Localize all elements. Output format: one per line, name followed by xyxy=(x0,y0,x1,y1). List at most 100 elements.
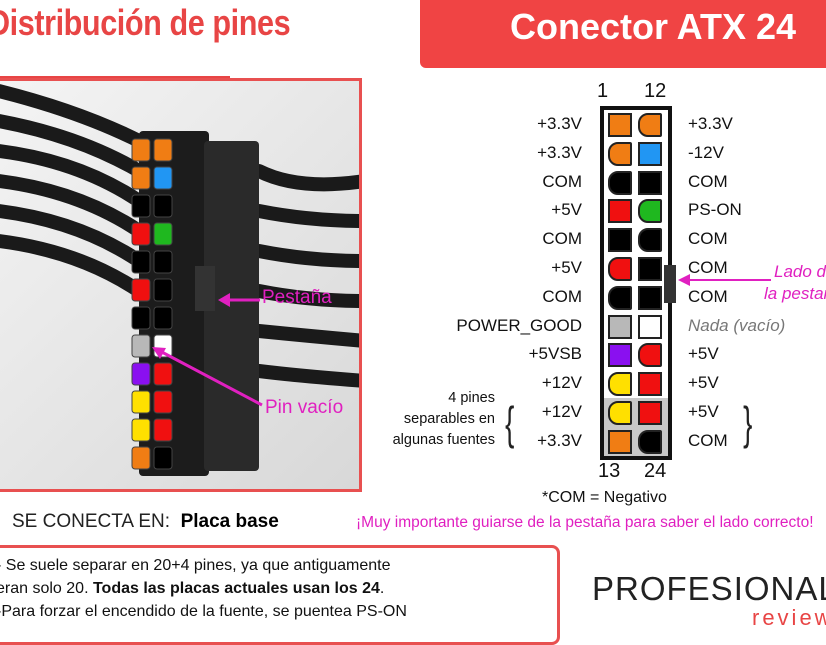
photo-pin xyxy=(131,306,151,330)
photo-pin xyxy=(153,166,173,190)
photo-pin xyxy=(153,250,173,274)
photo-pin xyxy=(131,250,151,274)
pin-label-right: Nada (vacío) xyxy=(688,315,786,335)
pin-2-row-3 xyxy=(638,170,662,195)
pin-2-row-12 xyxy=(638,429,662,454)
pin-number-12: 12 xyxy=(644,80,667,102)
connector-title: Conector ATX 24 xyxy=(510,6,797,47)
pin-1-row-11 xyxy=(608,401,632,425)
pin-label-left: +5V xyxy=(551,200,582,220)
pin-1-row-5 xyxy=(608,228,632,253)
connects-to: SE CONECTA EN: Placa base xyxy=(12,511,279,533)
connects-label: SE CONECTA EN: xyxy=(12,511,171,532)
pin-number-1: 1 xyxy=(597,80,609,102)
com-footnote: *COM = Negativo xyxy=(542,489,667,506)
photo-pin xyxy=(153,194,173,218)
pin-label-left: +12V xyxy=(541,402,582,421)
logo-text: PROFESIONAL xyxy=(592,570,826,607)
pin-label-right: COM xyxy=(688,286,728,306)
note-line: algunas fuentes xyxy=(392,432,495,448)
title-underline xyxy=(0,76,230,79)
pin-2-row-8 xyxy=(638,314,662,339)
photo-pin xyxy=(131,138,151,162)
pin-label-right: COM xyxy=(688,229,728,249)
photo-pin xyxy=(131,194,151,218)
pin-label-left: COM xyxy=(542,171,582,191)
photo-pin xyxy=(153,362,173,386)
pin-label-left: COM xyxy=(542,286,582,306)
pin-label-left: +5VSB xyxy=(528,344,582,364)
connector-photo xyxy=(0,78,362,492)
pin-1-row-8 xyxy=(608,314,632,339)
pin-2-row-4 xyxy=(638,199,662,224)
right-brace-icon: } xyxy=(743,397,753,449)
tab-side-arrow xyxy=(678,274,771,286)
page-title: Distribución de pines xyxy=(0,2,291,43)
pin-2-row-1 xyxy=(638,113,662,137)
photo-pin xyxy=(153,278,173,302)
pin-label-right: +3.3V xyxy=(688,114,733,133)
pin-label-right: -12V xyxy=(688,142,724,162)
photo-pin xyxy=(153,418,173,442)
note-line: 4 pines xyxy=(448,390,495,406)
note-2-text: eran solo 20. xyxy=(0,580,93,597)
pin-2-row-7 xyxy=(638,285,662,310)
pin-label-right: +5V xyxy=(688,402,719,421)
photo-arrows xyxy=(152,293,263,407)
pin-label-left: +3.3V xyxy=(537,142,582,162)
tab-side-label-1: Lado de xyxy=(774,262,826,281)
pin-2-row-2 xyxy=(638,141,662,166)
pin-label-right: +5V xyxy=(688,344,719,364)
photo-pin xyxy=(131,362,151,386)
pin-label-left: POWER_GOOD xyxy=(456,315,582,335)
pin-1-row-10 xyxy=(608,372,632,397)
photo-pin xyxy=(131,278,151,302)
pin-1-row-6 xyxy=(608,257,632,281)
photo-pin xyxy=(153,138,173,162)
pin-label-left: +3.3V xyxy=(537,114,582,133)
separable-note: 4 pines separables en algunas fuentes xyxy=(370,388,495,451)
pin-2-row-5 xyxy=(638,228,662,253)
pin-1-row-9 xyxy=(608,343,632,368)
photo-pin xyxy=(131,334,151,358)
pin-1-row-3 xyxy=(608,170,632,195)
pin-label-left: +5V xyxy=(551,258,582,277)
photo-pin xyxy=(131,166,151,190)
connects-value: Placa base xyxy=(180,511,279,532)
pin-2-row-11 xyxy=(638,401,662,425)
photo-pin xyxy=(153,306,173,330)
photo-pin xyxy=(131,222,151,246)
left-brace-icon: { xyxy=(505,397,515,449)
connector-illustration xyxy=(0,84,359,476)
pin-1-row-7 xyxy=(608,285,632,310)
photo-pin xyxy=(153,446,173,470)
photo-pin xyxy=(153,222,173,246)
warning-text: ¡Muy importante guiarse de la pestaña pa… xyxy=(356,514,814,531)
note-2-end: . xyxy=(379,580,385,597)
photo-pin xyxy=(131,446,151,470)
pin-2-row-10 xyxy=(638,372,662,397)
note-2: eran solo 20. Todas las placas actuales … xyxy=(0,580,384,598)
photo-pin xyxy=(153,390,173,414)
pin-1-row-4 xyxy=(608,199,632,224)
photo-pin xyxy=(131,390,151,414)
empty-pin-label: Pin vacío xyxy=(265,397,344,418)
pin-2-row-6 xyxy=(638,257,662,281)
pin-number-24: 24 xyxy=(644,460,667,482)
note-3: -Para forzar el encendido de la fuente, … xyxy=(0,603,407,620)
connector-header-banner xyxy=(420,0,826,68)
tab-side-label-2: la pestaña xyxy=(764,284,826,303)
pin-label-left: +12V xyxy=(541,373,582,393)
note-1: - Se suele separar en 20+4 pines, ya que… xyxy=(0,557,391,574)
pin-label-left: COM xyxy=(542,229,582,249)
note-line: separables en xyxy=(403,411,495,427)
pin-label-left: +3.3V xyxy=(537,430,582,450)
logo-review: review xyxy=(752,605,826,630)
pin-1-row-1 xyxy=(608,113,632,137)
pin-label-right: COM xyxy=(688,258,728,277)
pin-number-13: 13 xyxy=(598,460,621,482)
pin-1-row-12 xyxy=(608,429,632,454)
pin-1-row-2 xyxy=(608,141,632,166)
tab-label: Pestaña xyxy=(262,287,332,308)
pin-label-right: COM xyxy=(688,171,728,191)
